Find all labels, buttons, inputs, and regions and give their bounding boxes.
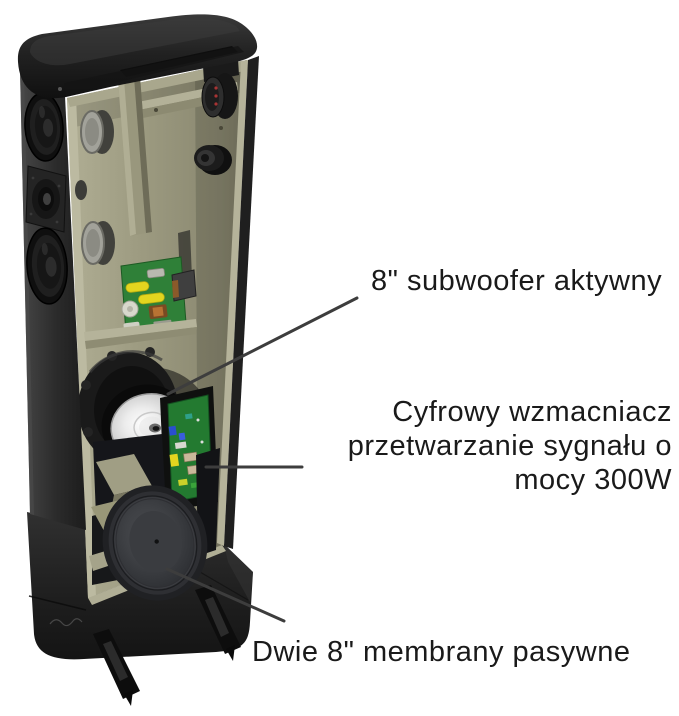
brand-logo-script [49, 618, 83, 627]
rear-top-tweeter [201, 59, 239, 119]
front-woofer-magnet-bottom [81, 221, 115, 265]
front-woofer-bottom [26, 227, 68, 305]
tweeter-back [75, 180, 87, 200]
outrigger-feet [93, 585, 241, 706]
leader-line-subwoofer [166, 296, 359, 396]
cabinet-rear-edge [224, 56, 259, 549]
label-amplifier-line3: mocy 300W [514, 464, 672, 496]
mid-shelf [84, 319, 197, 349]
rear-mid-driver [194, 145, 232, 175]
screw-hole [219, 126, 223, 130]
label-amplifier: Cyfrowy wzmacniacz przetwarzanie sygnału… [348, 395, 672, 497]
vertical-brace [118, 76, 152, 236]
leader-lines [165, 296, 359, 623]
leader-line-passive [165, 567, 286, 623]
label-amplifier-line2: przetwarzanie sygnału o [347, 430, 672, 462]
screw-hole [154, 108, 158, 112]
top-cap [17, 14, 258, 99]
crossover-pcb [120, 230, 197, 334]
front-baffle [20, 70, 86, 530]
front-woofer-top [24, 92, 64, 162]
front-tweeter [25, 165, 67, 233]
label-amplifier-line1: Cyfrowy wzmacniacz [392, 396, 672, 428]
label-subwoofer: 8" subwoofer aktywny [371, 265, 663, 297]
front-woofer-magnet-top [80, 110, 114, 154]
passive-radiator [102, 485, 208, 601]
label-passive-radiators: Dwie 8" membrany pasywne [252, 636, 631, 668]
